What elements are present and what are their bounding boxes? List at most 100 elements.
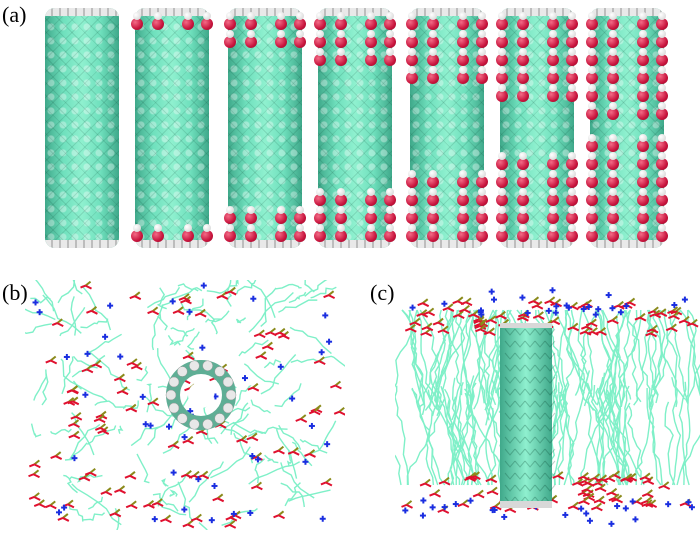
hydroxyl-group <box>224 30 236 48</box>
hydroxyl-group <box>275 206 287 224</box>
hydroxyl-group <box>656 84 668 102</box>
hydroxyl-group <box>406 224 418 242</box>
hydroxyl-group <box>476 206 488 224</box>
hydroxyl-group <box>607 48 619 66</box>
hydroxyl-group <box>607 12 619 30</box>
nanotube-7 <box>590 8 664 248</box>
hydroxyl-group <box>586 102 598 120</box>
hydroxyl-group <box>586 170 598 188</box>
hydroxyl-group <box>656 206 668 224</box>
hydroxyl-group <box>245 30 257 48</box>
hydroxyl-group <box>607 170 619 188</box>
hydroxyl-group <box>365 188 377 206</box>
hydroxyl-group <box>427 48 439 66</box>
hydroxyl-group <box>457 48 469 66</box>
hydroxyl-group <box>406 48 418 66</box>
nanotube-6 <box>500 8 574 248</box>
hydroxyl-group <box>224 12 236 30</box>
panel-c-side-view <box>395 285 700 533</box>
hydroxyl-group <box>384 224 396 242</box>
hydroxyl-group <box>656 30 668 48</box>
hydroxyl-group <box>566 30 578 48</box>
hydroxyl-group <box>457 12 469 30</box>
hydroxyl-group <box>586 30 598 48</box>
hydroxyl-group <box>457 30 469 48</box>
hydroxyl-group <box>294 206 306 224</box>
hydroxyl-group <box>131 12 143 30</box>
hydroxyl-group <box>517 30 529 48</box>
panel-b-top-view <box>25 280 345 530</box>
hydroxyl-group <box>406 170 418 188</box>
hydroxyl-group <box>586 224 598 242</box>
hydroxyl-group <box>476 66 488 84</box>
hydroxyl-group <box>607 206 619 224</box>
hydroxyl-group <box>335 48 347 66</box>
hydroxyl-group <box>496 152 508 170</box>
hydroxyl-group <box>547 30 559 48</box>
hydroxyl-group <box>586 48 598 66</box>
hydroxyl-group <box>517 170 529 188</box>
hydroxyl-group <box>476 170 488 188</box>
hydroxyl-group <box>566 84 578 102</box>
nanotube-1 <box>45 8 119 248</box>
hydroxyl-group <box>224 224 236 242</box>
hydroxyl-group <box>517 12 529 30</box>
hydroxyl-group <box>496 188 508 206</box>
hydroxyl-group <box>275 12 287 30</box>
hydroxyl-group <box>427 224 439 242</box>
hydroxyl-group <box>637 30 649 48</box>
hydroxyl-group <box>365 30 377 48</box>
hydroxyl-group <box>547 12 559 30</box>
hydroxyl-group <box>607 66 619 84</box>
hydroxyl-group <box>586 134 598 152</box>
hydroxyl-group <box>406 188 418 206</box>
lipid-membrane-top-view <box>25 280 345 530</box>
hydroxyl-group <box>607 224 619 242</box>
hydroxyl-group <box>547 206 559 224</box>
hydroxyl-group <box>607 152 619 170</box>
hydroxyl-group <box>517 188 529 206</box>
hydroxyl-group <box>496 84 508 102</box>
hydroxyl-group <box>314 224 326 242</box>
hydroxyl-group <box>476 12 488 30</box>
hydroxyl-group <box>314 12 326 30</box>
hydroxyl-group <box>476 48 488 66</box>
hydroxyl-group <box>496 30 508 48</box>
hydroxyl-group <box>335 30 347 48</box>
hydroxyl-group <box>427 66 439 84</box>
hydroxyl-group <box>637 84 649 102</box>
hydroxyl-group <box>656 134 668 152</box>
hydroxyl-group <box>496 224 508 242</box>
hydroxyl-group <box>656 224 668 242</box>
panel-label-a: (a) <box>2 2 27 27</box>
hydroxyl-group <box>586 12 598 30</box>
hydroxyl-group <box>637 224 649 242</box>
hydroxyl-group <box>517 206 529 224</box>
hydroxyl-group <box>406 12 418 30</box>
hydroxyl-group <box>427 206 439 224</box>
hydroxyl-group <box>224 206 236 224</box>
hydroxyl-group <box>201 12 213 30</box>
hydroxyl-group <box>586 84 598 102</box>
hydroxyl-group <box>384 48 396 66</box>
hydroxyl-group <box>335 12 347 30</box>
hydroxyl-group <box>365 48 377 66</box>
hydroxyl-group <box>637 170 649 188</box>
hydroxyl-group <box>566 224 578 242</box>
hydroxyl-group <box>201 224 213 242</box>
hydroxyl-group <box>457 188 469 206</box>
hydroxyl-group <box>245 224 257 242</box>
hydroxyl-group <box>427 188 439 206</box>
hydroxyl-group <box>547 224 559 242</box>
hydroxyl-group <box>245 12 257 30</box>
hydroxyl-group <box>314 206 326 224</box>
hydroxyl-group <box>566 188 578 206</box>
hydroxyl-group <box>427 170 439 188</box>
nanotube-3 <box>228 8 302 248</box>
hydroxyl-group <box>314 188 326 206</box>
hydroxyl-group <box>547 48 559 66</box>
hydroxyl-group <box>457 170 469 188</box>
nanotube-5 <box>410 8 484 248</box>
hydroxyl-group <box>182 12 194 30</box>
hydroxyl-group <box>517 66 529 84</box>
